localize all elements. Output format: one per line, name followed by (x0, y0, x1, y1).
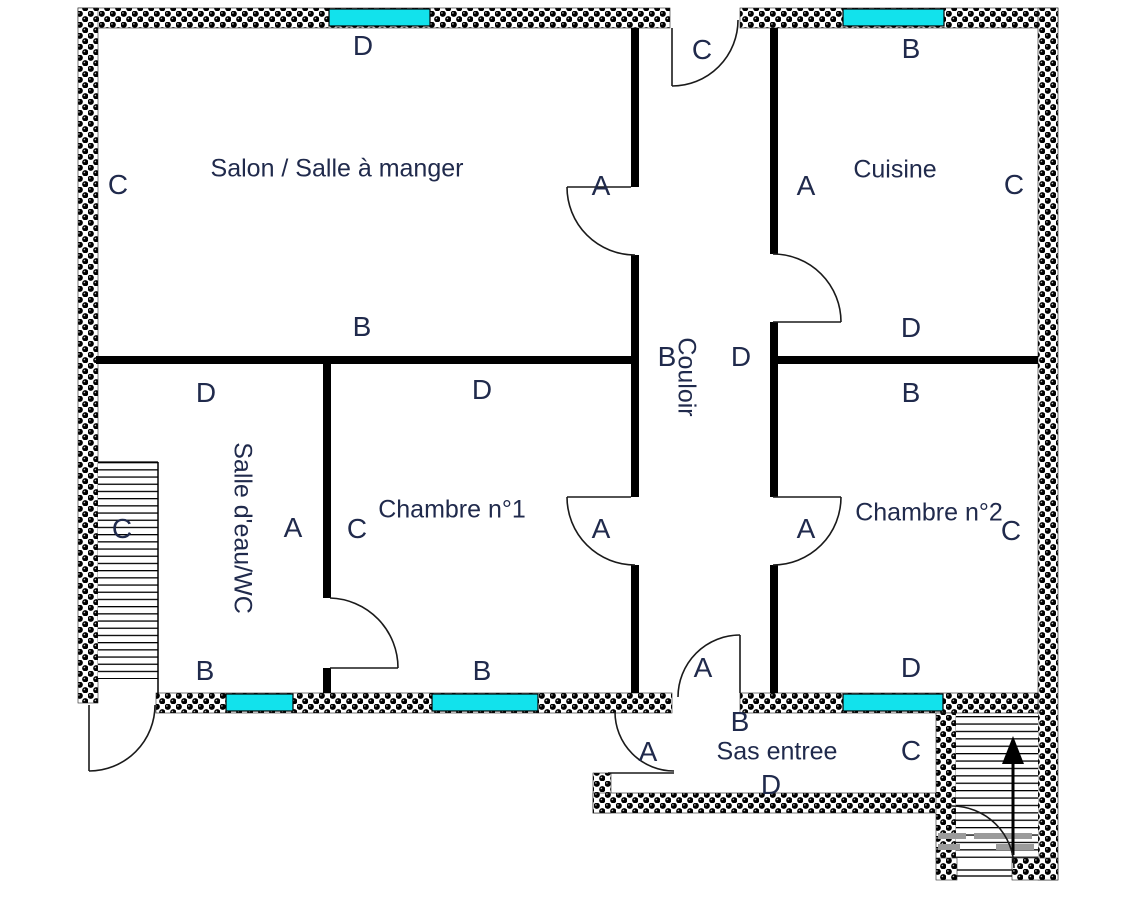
salle-deau-wall (323, 364, 331, 598)
couloir-left-wall (631, 565, 639, 693)
salle-deau-wall-stub (323, 668, 331, 693)
door-salle-deau (329, 597, 399, 669)
window-cuisine (842, 8, 945, 27)
doors (88, 19, 1015, 877)
salon-divider-wall (96, 356, 631, 364)
door-exterior-bottom-left (88, 704, 156, 772)
door-sas (677, 634, 741, 698)
staircase-grey-steps (938, 833, 1034, 850)
exterior-wall-right (1037, 7, 1059, 881)
staircase-left (98, 462, 158, 679)
couloir-left-wall (631, 255, 639, 497)
window-salon (328, 8, 431, 27)
window-chambre2 (842, 693, 944, 712)
interior-walls (96, 28, 1038, 693)
door-chambre2 (772, 496, 842, 566)
window-chambre1 (431, 693, 539, 712)
up-arrow-icon (1002, 736, 1024, 855)
cuisine-divider-wall (778, 356, 1038, 364)
door-sas-exterior (608, 711, 675, 774)
door-salon (566, 186, 636, 256)
window-salle-deau (225, 693, 294, 712)
door-chambre1 (566, 496, 636, 566)
door-cuisine (772, 253, 842, 323)
couloir-right-wall (770, 28, 778, 254)
staircases (98, 461, 1038, 858)
sas-bottom-wall (592, 792, 941, 814)
stairwell-bottom-wall-right (1011, 857, 1059, 881)
exterior-wall-left (77, 7, 99, 704)
door-couloir-top (671, 19, 739, 87)
couloir-left-wall (631, 28, 639, 187)
windows (225, 8, 945, 712)
couloir-right-wall (770, 565, 778, 693)
door-stairwell (951, 805, 1015, 877)
exterior-walls (77, 7, 1059, 881)
couloir-right-wall (770, 322, 778, 497)
stairwell-bottom-wall-left (935, 857, 958, 881)
